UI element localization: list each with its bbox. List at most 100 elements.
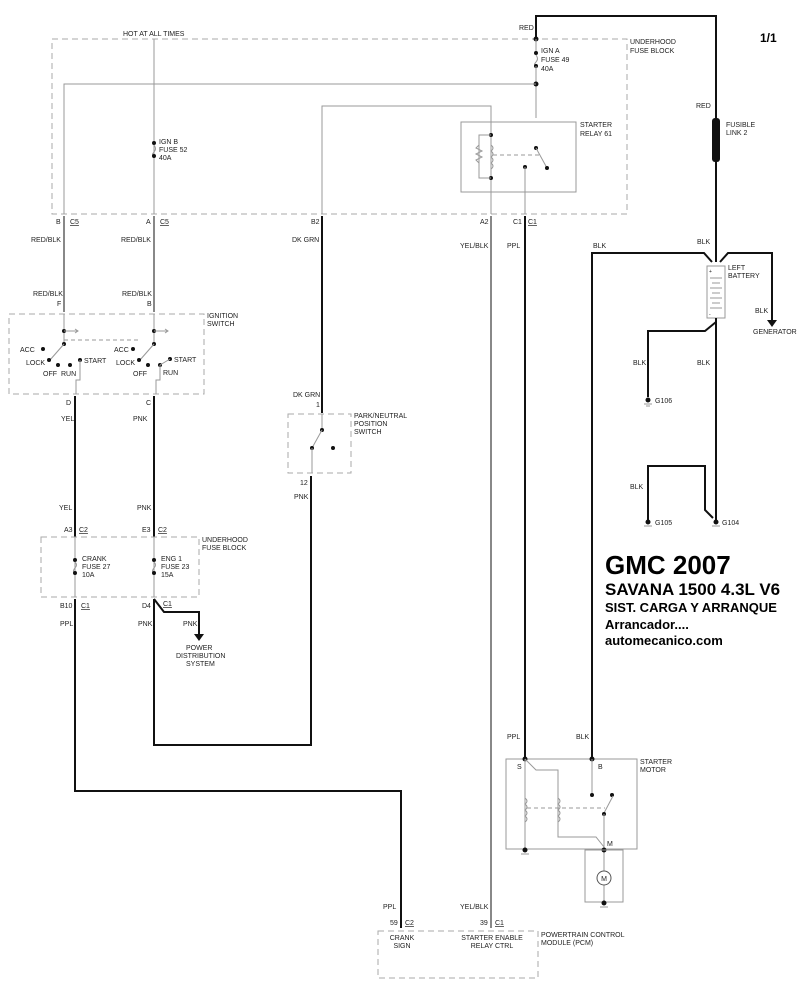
ground-icon: [601, 900, 607, 906]
solenoid-contact: [610, 793, 614, 797]
wire-label-red-blk-2b: RED/BLK: [122, 291, 152, 298]
solenoid-arm: [603, 795, 614, 814]
conn-c2-2: C2: [158, 527, 167, 534]
switch-contact-acc: [131, 347, 135, 351]
wire-label-pnk-b: PNK: [137, 505, 152, 512]
wire-label-red-fusible: RED: [696, 103, 711, 110]
conn-pin-b10: B10: [60, 603, 73, 610]
wire-label-blk-g104: BLK: [697, 360, 711, 367]
switch-wire: [75, 360, 81, 394]
wire-blk-g105: [647, 465, 714, 520]
starter-motor: [505, 758, 638, 850]
fuse-terminal: [73, 558, 77, 562]
pull-in-coil-icon: [524, 797, 528, 823]
battery-label-1: LEFT: [728, 265, 746, 272]
wire-label-yel-blk-a: YEL/BLK: [460, 243, 489, 250]
ground-g106-icon: [645, 397, 651, 403]
fuse-ign-a-rating: 40A: [541, 66, 554, 73]
ground-icon: [522, 847, 528, 853]
arrow-right-icon: [64, 328, 79, 334]
pcm-starter-enable-1: STARTER ENABLE: [461, 935, 523, 942]
pcm-label-2: MODULE (PCM): [541, 940, 593, 947]
ground-g105-icon: [645, 519, 651, 525]
underhood-fuse-block-top: [51, 38, 628, 215]
underhood-fuse-block-bottom: [40, 536, 200, 598]
motor-symbol: M: [601, 876, 607, 883]
fuse-crank-rating: 10A: [82, 572, 95, 579]
solenoid-contact: [590, 793, 594, 797]
pcm-conn-c1: C1: [495, 920, 504, 927]
wire-label-ppl-b: PPL: [507, 243, 520, 250]
pcm-pin-39: 39: [480, 920, 488, 927]
fuse-ign-a-number: FUSE 49: [541, 57, 570, 64]
starter-terminal-b: B: [598, 764, 603, 771]
wire-pnk-power-dist: [153, 598, 200, 634]
battery-label-2: BATTERY: [728, 273, 760, 280]
underhood-fuse-block-bottom-label-2: FUSE BLOCK: [202, 545, 247, 552]
switch-contact-acc: [41, 347, 45, 351]
fuse-terminal: [152, 558, 156, 562]
conn-c1-bottom-1: C1: [81, 603, 90, 610]
wire-label-blk-bat-top: BLK: [697, 239, 711, 246]
ign-off-label: OFF: [43, 371, 57, 378]
power-distribution-2: DISTRIBUTION: [176, 653, 225, 660]
fuse-eng1-number: FUSE 23: [161, 564, 190, 571]
wire-internal-bus: [63, 83, 536, 214]
wire-label-red-blk-1a: RED/BLK: [31, 237, 61, 244]
conn-pin-c1: C1: [513, 219, 522, 226]
ign-pin-d: D: [66, 400, 71, 407]
conn-pin-e3: E3: [142, 527, 151, 534]
wire-label-red-blk-1b: RED/BLK: [33, 291, 63, 298]
ignition-switch-label-1: IGNITION: [207, 313, 238, 320]
ign-acc-label: ACC: [114, 347, 129, 354]
wire-label-pnk-d: PNK: [183, 621, 198, 628]
fuse-terminal: [152, 571, 156, 575]
wire-blk-generator: [719, 252, 773, 320]
ground-g106-label: G106: [655, 398, 672, 405]
ign-pin-b: B: [147, 301, 152, 308]
ign-lock-label: LOCK: [26, 360, 45, 367]
pcm-starter-enable-2: RELAY CTRL: [471, 943, 514, 950]
relay-switch-arm: [535, 147, 548, 169]
wire-label-ppl-a: PPL: [60, 621, 73, 628]
wire-label-blk-g105: BLK: [630, 484, 644, 491]
fuse-ign-a-name: IGN A: [541, 48, 560, 55]
switch-arm: [49, 343, 65, 361]
wire-label-pnk-pns: PNK: [294, 494, 309, 501]
switch-arm: [139, 343, 155, 361]
generator-label: GENERATOR: [753, 329, 797, 336]
relay-coil-bypass: [478, 134, 491, 179]
power-distribution-1: POWER: [186, 645, 212, 652]
fusible-link-label-1: FUSIBLE: [726, 122, 756, 129]
wire-ppl-crank: [74, 599, 402, 928]
underhood-fuse-block-top-label-1: UNDERHOOD: [630, 39, 676, 46]
ign-start-label: START: [84, 358, 107, 365]
pns-label-2: POSITION: [354, 421, 387, 428]
switch-contact-lock: [137, 358, 141, 362]
wire-blk-g106: [647, 321, 717, 397]
starter-motor-label-2: MOTOR: [640, 767, 666, 774]
ground-g104-icon: [713, 519, 719, 525]
ign-off-label: OFF: [133, 371, 147, 378]
wire-label-dk-grn-a: DK GRN: [292, 237, 319, 244]
ignition-switch: [8, 313, 205, 395]
powertrain-control-module: [377, 930, 539, 979]
starter-motor-label-1: STARTER: [640, 759, 672, 766]
hot-at-all-times-label: HOT AT ALL TIMES: [123, 31, 185, 38]
fuse-terminal: [152, 141, 156, 145]
fuse-eng1-name: ENG 1: [161, 556, 182, 563]
conn-c1-bottom-2: C1: [163, 601, 172, 608]
wire-label-red-top: RED: [519, 25, 534, 32]
fuse-terminal: [152, 154, 156, 158]
conn-pin-b2: B2: [311, 219, 320, 226]
ign-pin-c: C: [146, 400, 151, 407]
ign-start-label: START: [174, 357, 197, 364]
conn-c1: C1: [528, 219, 537, 226]
starter-terminal-s: S: [517, 764, 522, 771]
pns-label-3: SWITCH: [354, 429, 382, 436]
underhood-fuse-block-bottom-label-1: UNDERHOOD: [202, 537, 248, 544]
pns-contact: [331, 446, 335, 450]
wire-label-yel-a: YEL: [61, 416, 74, 423]
conn-c5-2: C5: [160, 219, 169, 226]
